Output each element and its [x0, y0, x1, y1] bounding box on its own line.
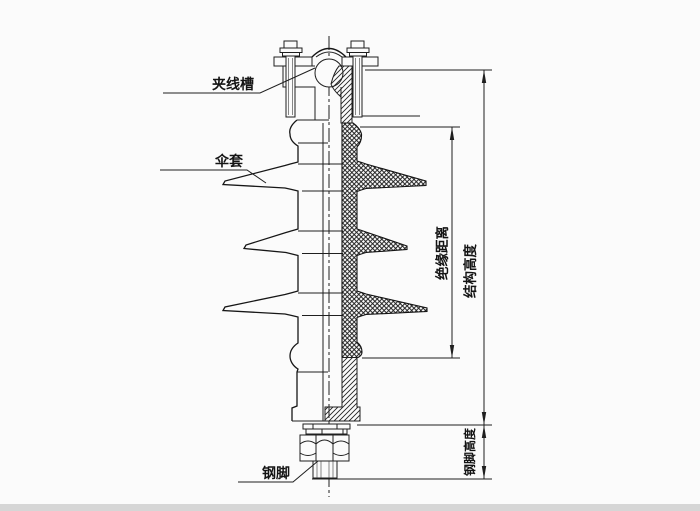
footer-bar — [0, 504, 700, 511]
steel-pin-assembly — [299, 423, 351, 479]
clamp-bolt-right — [346, 40, 370, 118]
dimension-annotations — [312, 69, 492, 480]
threaded-stud — [312, 460, 338, 479]
saddle-dome-inner — [315, 51, 343, 58]
washer-top — [302, 423, 351, 430]
wire-clamp-assembly — [273, 40, 420, 124]
body-left-profile — [221, 119, 299, 421]
insulator-body-left-view — [221, 119, 360, 422]
label-steel-pin: 钢脚 — [262, 465, 290, 482]
leader-steel-pin — [238, 460, 319, 483]
sheath-section-crosshatch — [341, 122, 428, 359]
ferrule-section-hatch — [324, 357, 361, 422]
leader-lines — [160, 67, 319, 483]
leader-sheath — [160, 169, 267, 184]
leader-clamp-groove — [163, 67, 316, 94]
label-sheath: 伞套 — [214, 153, 243, 170]
clamp-bolt-left — [279, 40, 303, 118]
label-structure-height: 结构高度 — [462, 244, 479, 298]
label-steel-pin-height: 钢脚高度 — [462, 427, 477, 476]
label-clamp-groove: 夹线槽 — [212, 76, 254, 93]
saddle-dome-outer — [311, 47, 347, 58]
washer-bottom — [305, 428, 348, 435]
label-insulation-distance: 绝缘距离 — [434, 226, 451, 280]
hex-nut — [299, 434, 350, 462]
